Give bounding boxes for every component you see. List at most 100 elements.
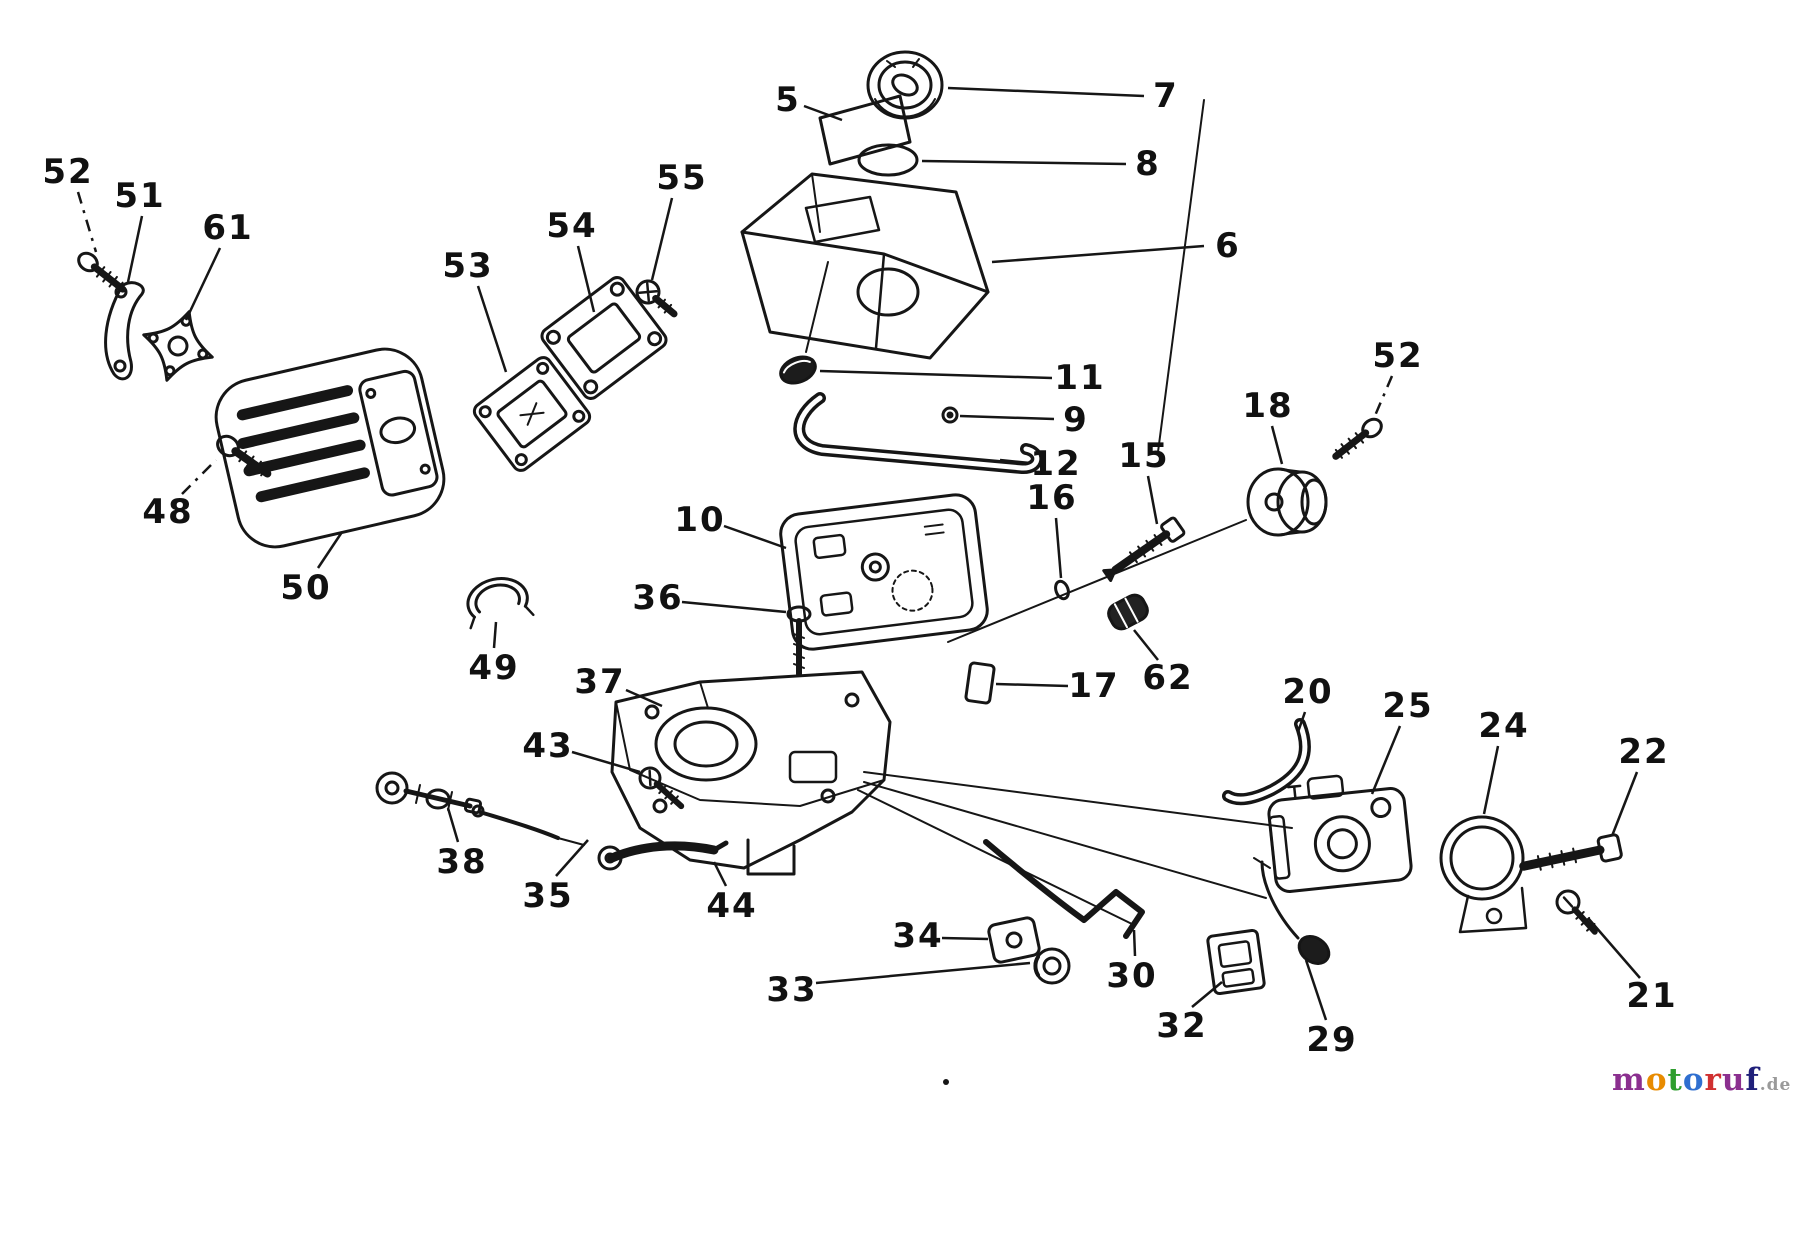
screw-55-icon xyxy=(635,279,678,318)
leader-line-49 xyxy=(492,621,498,649)
clamp-49-icon xyxy=(466,577,535,630)
throttle-cable-29-icon xyxy=(1253,857,1331,965)
leader-line-52 xyxy=(76,191,98,253)
part-label-21: 21 xyxy=(1626,976,1677,1016)
leader-line-21 xyxy=(1587,917,1641,979)
leader-line-34 xyxy=(941,936,989,941)
leader-line-9 xyxy=(959,414,1055,421)
crankcase-37-icon xyxy=(610,670,892,876)
bracket-51-icon xyxy=(104,281,145,381)
screw-22-icon xyxy=(1519,833,1623,871)
leader-line-17 xyxy=(995,682,1069,688)
part-label-55: 55 xyxy=(656,158,707,198)
speck xyxy=(943,1079,949,1085)
leader-line-18 xyxy=(1270,425,1284,465)
fuel-line-20-icon xyxy=(1222,718,1311,806)
part-label-16: 16 xyxy=(1026,478,1077,518)
grommet-11-icon xyxy=(779,355,817,385)
leader-line-5 xyxy=(803,104,843,122)
part-label-50: 50 xyxy=(280,568,331,608)
leader-line-24 xyxy=(1482,745,1500,815)
part-label-61: 61 xyxy=(202,208,253,248)
part-label-11: 11 xyxy=(1054,358,1105,398)
part-label-52: 52 xyxy=(1372,336,1423,376)
part-label-12: 12 xyxy=(1030,444,1081,484)
part-label-62: 62 xyxy=(1142,658,1193,698)
screw-52-left-icon xyxy=(77,251,127,293)
choke-assembly-38-icon xyxy=(375,771,483,815)
handle-frame-12-icon xyxy=(793,392,1043,474)
plate-54-icon xyxy=(540,276,668,400)
part-label-20: 20 xyxy=(1282,672,1333,712)
leader-line-30 xyxy=(1132,929,1137,957)
switch-32-icon xyxy=(1206,928,1266,996)
watermark-suffix: .de xyxy=(1759,1075,1792,1095)
seal-ring-8-icon xyxy=(857,143,919,177)
leader-line-11 xyxy=(819,369,1053,380)
leader-line-29 xyxy=(1304,959,1328,1021)
watermark-letter: o xyxy=(1645,1062,1668,1098)
watermark-letter: u xyxy=(1721,1062,1746,1098)
fuel-cap-7-icon xyxy=(866,50,944,120)
part-label-52: 52 xyxy=(42,152,93,192)
part-label-10: 10 xyxy=(674,500,725,540)
air-filter-10-icon xyxy=(779,493,989,651)
leader-line-61 xyxy=(184,247,222,321)
cable-35-icon xyxy=(471,804,585,846)
part-label-44: 44 xyxy=(706,886,757,926)
leader-line-44 xyxy=(712,861,728,887)
part-label-54: 54 xyxy=(546,206,597,246)
part-label-24: 24 xyxy=(1478,706,1529,746)
part-label-35: 35 xyxy=(522,876,573,916)
leader-line-25 xyxy=(1370,725,1402,795)
part-label-48: 48 xyxy=(142,492,193,532)
screw-36-icon xyxy=(786,605,812,677)
leader-line-37 xyxy=(625,688,663,708)
leader-line-43 xyxy=(571,750,641,774)
leader-line-7 xyxy=(947,86,1145,98)
part-label-22: 22 xyxy=(1618,732,1669,772)
screw-21-icon xyxy=(1555,889,1598,935)
watermark-letter: t xyxy=(1667,1062,1683,1098)
leader-line-50 xyxy=(316,531,344,569)
leader-line-48 xyxy=(181,459,217,495)
leader-line-55 xyxy=(650,197,674,281)
part-label-15: 15 xyxy=(1118,436,1169,476)
leader-line-12 xyxy=(999,458,1031,465)
leader-line-51 xyxy=(126,215,144,283)
part-label-29: 29 xyxy=(1306,1020,1357,1060)
watermark-letter: r xyxy=(1704,1062,1722,1098)
part-label-34: 34 xyxy=(892,916,943,956)
watermark[interactable]: motoruf.de xyxy=(1612,1062,1791,1098)
leader-line-6 xyxy=(991,244,1205,264)
leader-line-33 xyxy=(815,961,1031,985)
part-label-32: 32 xyxy=(1156,1006,1207,1046)
leader-line-8 xyxy=(921,159,1127,166)
washer-9-icon xyxy=(941,406,959,424)
watermark-letter: m xyxy=(1612,1062,1646,1098)
clutch-drum-18-icon xyxy=(1246,467,1328,537)
lever-44-icon xyxy=(597,840,729,871)
part-label-7: 7 xyxy=(1153,76,1179,116)
part-label-17: 17 xyxy=(1068,666,1119,706)
grommet-62-icon xyxy=(1107,593,1149,631)
part-label-49: 49 xyxy=(468,648,519,688)
leader-line-62 xyxy=(1133,629,1159,661)
part-label-18: 18 xyxy=(1242,386,1293,426)
part-label-43: 43 xyxy=(522,726,573,766)
bracket-61-icon xyxy=(142,310,214,382)
muffler-50-icon xyxy=(214,347,446,549)
leader-line-15 xyxy=(1146,475,1159,525)
leader-line-20 xyxy=(1296,711,1307,733)
plate-34-icon xyxy=(987,916,1041,964)
leader-line-36 xyxy=(681,600,787,614)
part-label-9: 9 xyxy=(1063,400,1089,440)
part-label-33: 33 xyxy=(766,970,817,1010)
leader-line-22 xyxy=(1610,771,1639,837)
part-label-8: 8 xyxy=(1135,144,1161,184)
intake-boot-24-icon xyxy=(1439,815,1528,934)
assembly-lines xyxy=(857,99,1293,925)
leader-line-16 xyxy=(1054,517,1063,579)
